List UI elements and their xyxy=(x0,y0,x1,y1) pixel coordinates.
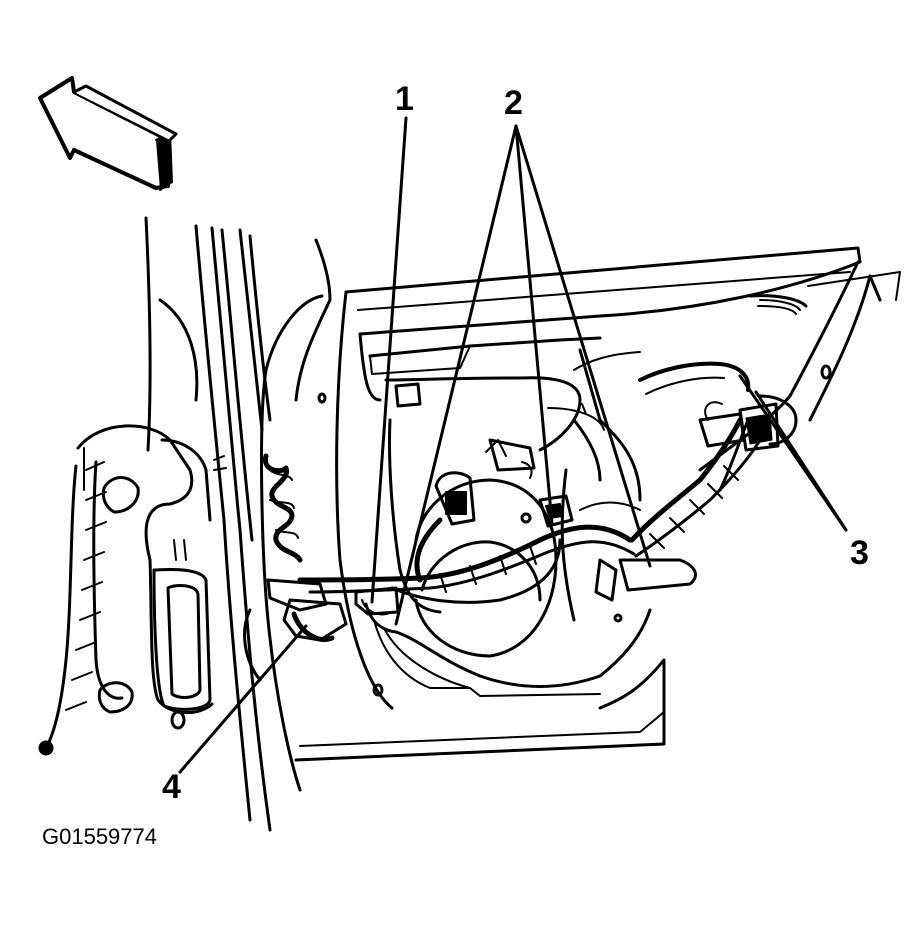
leader-3b xyxy=(754,390,848,532)
leader-4 xyxy=(178,624,308,774)
inner-door-panel xyxy=(364,348,652,697)
leader-2a xyxy=(394,124,518,626)
b-pillar xyxy=(144,216,272,832)
callout-1: 1 xyxy=(395,80,414,118)
leader-1 xyxy=(370,116,408,604)
callout-2: 2 xyxy=(504,84,523,122)
leader-2c xyxy=(514,124,652,568)
figure-id: G01559774 xyxy=(42,824,157,849)
rear-door xyxy=(260,238,901,792)
leader-lines xyxy=(178,116,848,774)
door-wire-harness xyxy=(297,351,798,616)
leader-2b xyxy=(514,124,554,526)
door-seal-left xyxy=(38,424,227,756)
harness-conduit xyxy=(243,453,348,682)
callout-4: 4 xyxy=(162,768,181,806)
arrow-up-left-icon xyxy=(38,76,178,191)
callout-3: 3 xyxy=(850,534,869,572)
